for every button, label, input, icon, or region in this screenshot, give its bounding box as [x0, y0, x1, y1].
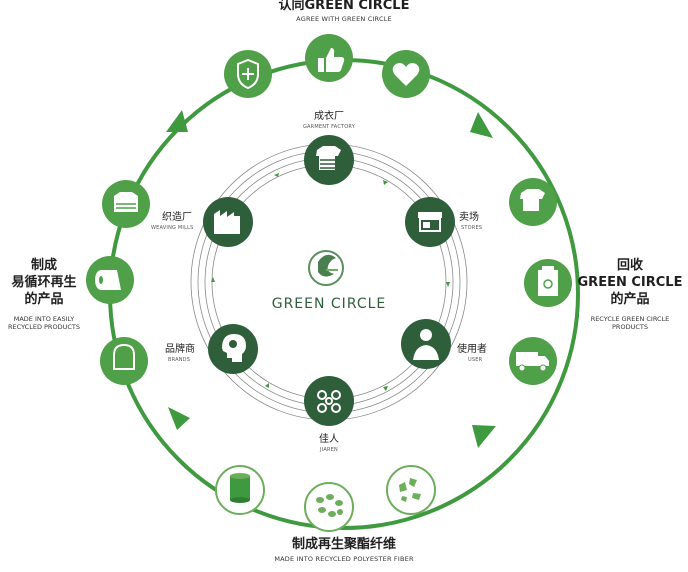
title-cn: 认同GREEN CIRCLE	[278, 0, 410, 13]
label-garment-en: GARMENT FACTORY	[302, 124, 356, 130]
outer-node-thumbs	[305, 34, 353, 82]
recycle-en-1: RECYCLE GREEN CIRCLE	[590, 314, 670, 323]
arrow-inner-6	[274, 173, 279, 177]
delivery-truck-icon	[516, 352, 549, 372]
store-icon	[418, 212, 442, 232]
made-easy-cn-3: 的产品	[24, 291, 64, 307]
arrow-outer-1	[470, 112, 493, 138]
outer-node-folded-shirt	[102, 180, 150, 228]
made-easy-en-2: RECYCLED PRODUCTS	[8, 323, 80, 332]
label-stores-cn: 卖场	[459, 212, 479, 223]
fabric-roll-icon	[95, 270, 121, 290]
heart-icon	[392, 63, 420, 86]
outer-node-spool	[215, 465, 265, 515]
inner-node-weaving	[203, 197, 253, 247]
recycle-cn-3: 的产品	[610, 291, 650, 307]
inner-node-user	[401, 319, 451, 369]
arrow-inner-2	[446, 282, 450, 287]
inner-node-jiaren	[304, 376, 354, 426]
label-user-cn: 使用者	[457, 344, 487, 355]
label-user-en: USER	[468, 357, 483, 363]
label-weaving-cn: 织造厂	[162, 212, 192, 223]
outer-node-shirt-recycle	[509, 178, 557, 226]
arrow-inner-1	[383, 180, 388, 185]
arrow-inner-5	[211, 277, 215, 282]
outer-node-truck	[509, 337, 557, 385]
outer-node-heart	[382, 50, 430, 98]
arrow-inner-4	[265, 383, 269, 388]
pellets-icon	[316, 494, 343, 517]
label-stores-en: STORES	[461, 225, 483, 231]
label-weaving-en: WEAVING MILLS	[151, 225, 194, 231]
label-brands-cn: 品牌商	[165, 344, 195, 355]
crushed-flakes-icon	[399, 478, 421, 502]
outer-node-pellets	[304, 482, 354, 532]
label-jiaren-cn: 佳人	[319, 434, 339, 445]
arrow-inner-3	[383, 386, 388, 391]
made-easy-cn-2: 易循环再生	[11, 274, 77, 290]
green-circle-logo-icon	[308, 250, 344, 286]
recycle-cn-2: GREEN CIRCLE	[577, 274, 683, 290]
outer-node-backpack	[100, 337, 148, 385]
inner-node-stores	[405, 197, 455, 247]
arrow-outer-4	[166, 110, 188, 132]
outer-node-flakes	[386, 465, 436, 515]
made-easy-en-1: MADE INTO EASILY	[13, 314, 75, 323]
label-jiaren-en: JIAREN	[320, 447, 338, 453]
inner-node-garment	[304, 135, 354, 185]
jiaren-logo-icon	[317, 390, 341, 413]
inner-ring-2	[197, 150, 461, 414]
bottom-cn: 制成再生聚酯纤维	[291, 537, 396, 552]
recycle-en-2: PRODUCTS	[612, 323, 648, 332]
recycle-cn-1: 回收	[616, 258, 643, 273]
title-en: AGREE WITH GREEN CIRCLE	[296, 15, 392, 23]
bottom-en: MADE INTO RECYCLED POLYESTER FIBER	[274, 555, 414, 563]
center-brand-text: GREEN CIRCLE	[271, 296, 387, 312]
arrow-outer-3	[168, 407, 190, 430]
arrow-outer-2	[472, 425, 496, 448]
user-icon	[413, 329, 439, 360]
backpack-icon	[113, 343, 135, 370]
thumbs-up-icon	[318, 48, 345, 72]
shirt-recycle-icon	[520, 189, 545, 211]
folded-shirt-icon	[114, 192, 138, 212]
recycle-bag-icon	[538, 266, 558, 296]
inner-node-brands	[208, 324, 258, 374]
shield-plus-icon	[237, 58, 259, 90]
outer-node-fabric-roll	[86, 256, 134, 304]
label-brands-en: BRANDS	[168, 357, 191, 363]
label-garment-cn: 成衣厂	[314, 111, 344, 122]
factory-icon	[214, 210, 240, 234]
made-easy-block: 制成 易循环再生 的产品 MADE INTO EASILY RECYCLED P…	[0, 258, 88, 332]
yarn-spool-icon	[230, 473, 250, 503]
outer-node-shield	[224, 50, 272, 98]
made-easy-cn-1: 制成	[30, 258, 57, 273]
head-thinking-icon	[222, 334, 246, 362]
outer-node-recycle-bag	[524, 259, 572, 307]
recycle-block: 回收 GREEN CIRCLE 的产品 RECYCLE GREEN CIRCLE…	[572, 258, 688, 332]
